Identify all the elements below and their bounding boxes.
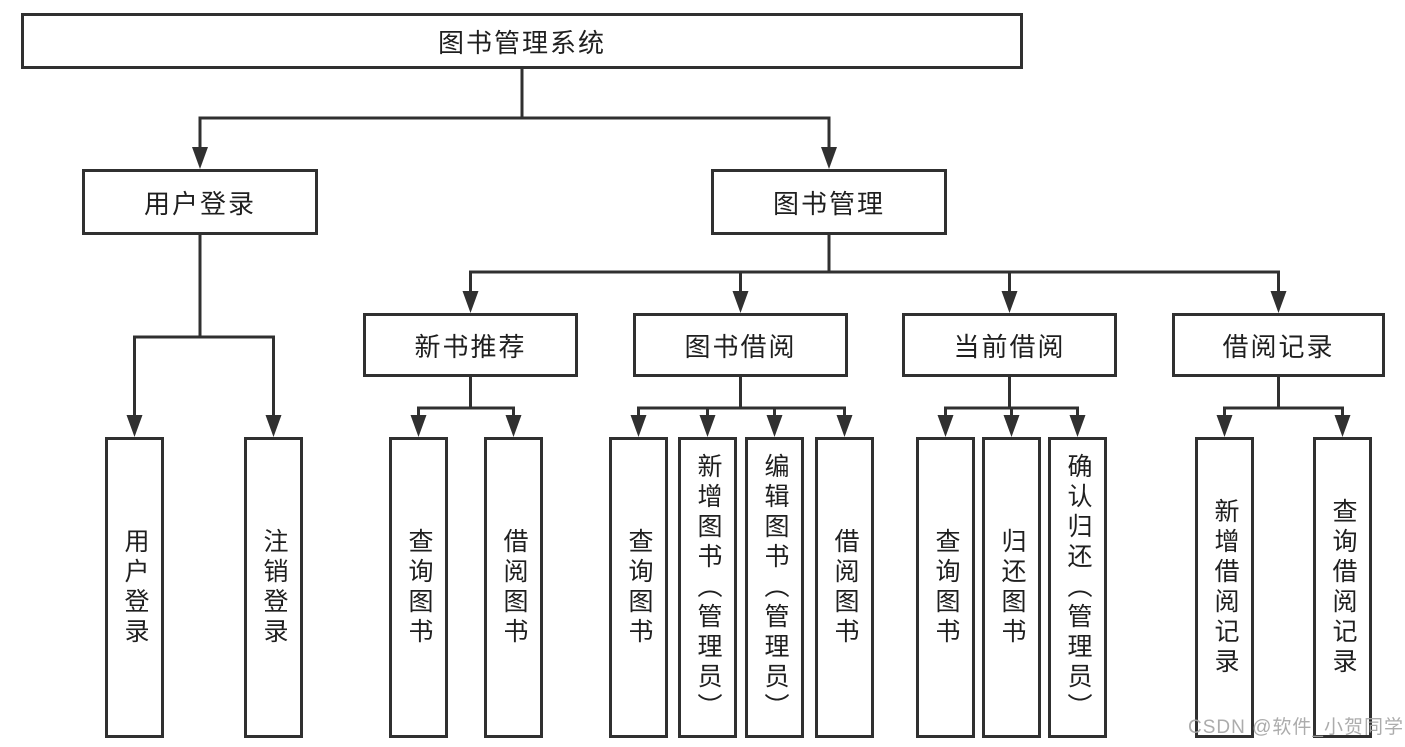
connector-book-management-to-groups (462, 233, 1287, 313)
node-label: 当前借阅 (953, 331, 1066, 362)
node-label: 新增图书（管理员） (694, 452, 722, 723)
node-current-borrow: 当前借阅 (902, 313, 1117, 377)
connector-borrow-record-to-leaves (1216, 375, 1351, 437)
node-leaf-user-login: 用户登录 (105, 437, 164, 738)
node-label: 图书管理系统 (437, 27, 606, 58)
node-label: 编辑图书（管理员） (761, 452, 789, 723)
connector-root-to-level2 (192, 67, 837, 169)
node-label: 归还图书 (998, 527, 1026, 648)
node-label: 注销登录 (260, 527, 288, 648)
csdn-watermark: CSDN @软件_小贺同学 (1188, 717, 1404, 738)
connector-new-book-to-leaves (410, 375, 522, 437)
node-label: 查询图书 (625, 527, 653, 648)
node-leaf-add-borrow-record: 新增借阅记录 (1195, 437, 1254, 738)
node-leaf-query-borrow-record: 查询借阅记录 (1313, 437, 1372, 738)
node-leaf-confirm-return-admin: 确认归还（管理员） (1048, 437, 1107, 738)
node-book-borrow: 图书借阅 (633, 313, 848, 377)
node-book-management: 图书管理 (711, 169, 947, 235)
node-label: 新增借阅记录 (1211, 497, 1239, 678)
node-label: 查询图书 (932, 527, 960, 648)
node-label: 借阅图书 (831, 527, 859, 648)
node-leaf-return-books: 归还图书 (982, 437, 1041, 738)
connector-user-login-to-leaves (126, 233, 282, 437)
node-label: 借阅记录 (1222, 331, 1335, 362)
node-leaf-borrow-books: 借阅图书 (815, 437, 874, 738)
node-label: 用户登录 (121, 527, 149, 648)
node-new-book-recommend: 新书推荐 (363, 313, 578, 377)
node-user-login: 用户登录 (82, 169, 318, 235)
node-leaf-borrow-books-recommend: 借阅图书 (484, 437, 543, 738)
node-leaf-add-books-admin: 新增图书（管理员） (678, 437, 737, 738)
node-label: 用户登录 (143, 188, 256, 219)
connector-current-borrow-to-leaves (937, 375, 1086, 437)
node-leaf-edit-books-admin: 编辑图书（管理员） (745, 437, 804, 738)
node-label: 确认归还（管理员） (1064, 452, 1092, 723)
node-leaf-query-books-recommend: 查询图书 (389, 437, 448, 738)
connector-book-borrow-to-leaves (630, 375, 853, 437)
node-label: 图书管理 (772, 188, 885, 219)
node-label: 图书借阅 (684, 331, 797, 362)
node-leaf-logout: 注销登录 (244, 437, 303, 738)
node-borrow-record: 借阅记录 (1172, 313, 1385, 377)
node-root-book-management-system: 图书管理系统 (21, 13, 1023, 69)
node-label: 查询借阅记录 (1329, 497, 1357, 678)
node-label: 新书推荐 (414, 331, 527, 362)
node-leaf-query-books-current: 查询图书 (916, 437, 975, 738)
node-leaf-query-books-borrow: 查询图书 (609, 437, 668, 738)
node-label: 借阅图书 (500, 527, 528, 648)
node-label: 查询图书 (405, 527, 433, 648)
